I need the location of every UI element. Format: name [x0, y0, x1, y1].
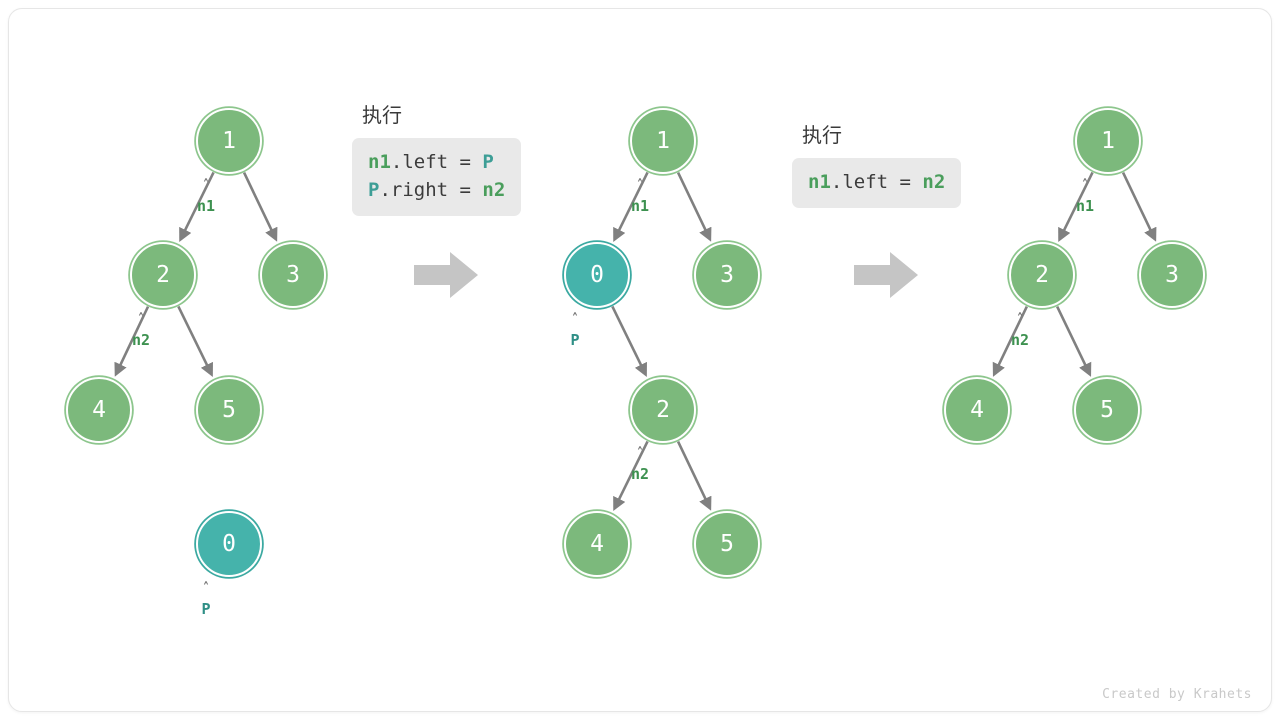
tree-edge [1121, 172, 1157, 242]
caret-icon: ˄ [1081, 178, 1089, 193]
pointer-label-n2: ˄ n2 [997, 312, 1043, 349]
pointer-name: n1 [1075, 197, 1095, 215]
pointer-name: n2 [1010, 331, 1030, 349]
attribution-footer: Created by Krahets [1102, 687, 1252, 702]
code-token: n2 [922, 171, 946, 193]
code-token: n1 [808, 171, 831, 193]
pointer-label-n2: ˄ n2 [617, 446, 663, 483]
pointer-name: n2 [630, 465, 650, 483]
tree-node-5: 5 [694, 511, 760, 577]
tree-node-1: 1 [630, 108, 696, 174]
pointer-label-n2: ˄ n2 [118, 312, 164, 349]
pointer-name: P [201, 600, 211, 618]
pointer-label-n1: ˄ n1 [1062, 178, 1108, 215]
code-line: n1.left = P [368, 148, 505, 176]
tree-node-3: 3 [1139, 242, 1205, 308]
tree-node-0: 0 [196, 511, 262, 577]
code-line: P.right = n2 [368, 176, 505, 204]
tree-edge [676, 441, 712, 511]
pointer-name: n1 [196, 197, 216, 215]
code-block-step3: n1.left = n2 [792, 158, 962, 208]
caret-icon: ˄ [137, 312, 145, 327]
code-token: .right = [379, 179, 483, 201]
tree-edge [676, 172, 712, 242]
tree-node-3: 3 [260, 242, 326, 308]
code-token: .left = [830, 171, 923, 193]
caret-icon: ˄ [636, 178, 644, 193]
tree-edge [611, 305, 647, 377]
pointer-name: n2 [131, 331, 151, 349]
pointer-label-n1: ˄ n1 [617, 178, 663, 215]
tree-node-4: 4 [944, 377, 1010, 443]
step-arrow-icon [414, 249, 478, 301]
tree-node-4: 4 [564, 511, 630, 577]
tree-node-5: 5 [1074, 377, 1140, 443]
code-token: P [368, 179, 380, 201]
tree-node-2: 2 [630, 377, 696, 443]
step-caption-step3: 执行 [802, 123, 842, 147]
tree-node-5: 5 [196, 377, 262, 443]
caret-icon: ˄ [636, 446, 644, 461]
pointer-label-n1: ˄ n1 [183, 178, 229, 215]
caret-icon: ˄ [202, 178, 210, 193]
tree-node-3: 3 [694, 242, 760, 308]
caret-icon: ˄ [1016, 312, 1024, 327]
code-token: P [482, 151, 494, 173]
tree-node-2: 2 [1009, 242, 1075, 308]
tree-node-1: 1 [1075, 108, 1141, 174]
code-token: .left = [390, 151, 483, 173]
tree-node-1: 1 [196, 108, 262, 174]
pointer-name: P [570, 331, 580, 349]
tree-node-0: 0 [564, 242, 630, 308]
caret-icon: ˄ [571, 312, 579, 327]
code-token: n1 [368, 151, 391, 173]
tree-edge [242, 172, 278, 242]
tree-node-4: 4 [66, 377, 132, 443]
pointer-name: n1 [630, 197, 650, 215]
step-arrow-icon [854, 249, 918, 301]
tree-edge [1056, 305, 1092, 377]
pointer-label-p: ˄P [552, 312, 598, 349]
pointer-label-p: ˄P [183, 581, 229, 618]
step-caption-step2: 执行 [362, 103, 402, 127]
tree-node-2: 2 [130, 242, 196, 308]
tree-edge [177, 305, 213, 377]
code-line: n1.left = n2 [808, 168, 945, 196]
caret-icon: ˄ [202, 581, 210, 596]
code-token: n2 [482, 179, 506, 201]
